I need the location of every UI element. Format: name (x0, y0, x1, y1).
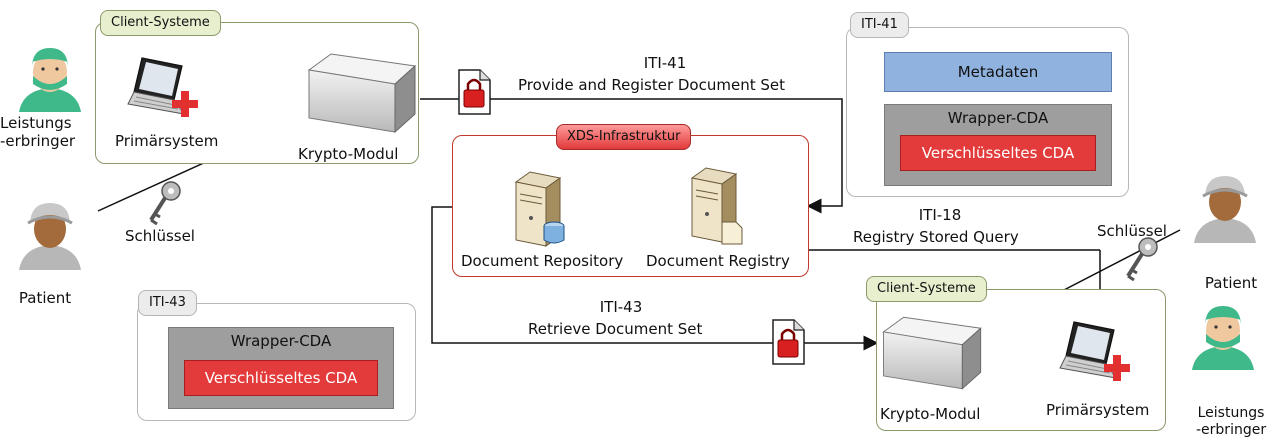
iti43-name-label: Retrieve Document Set (528, 320, 703, 338)
key-icon (149, 181, 181, 226)
arrow-iti41 (420, 98, 843, 214)
crypto-module-label-bottom: Krypto-Modul (880, 405, 981, 423)
crypto-module-icon-bottom (882, 316, 982, 390)
metadata-panel: Metadaten (884, 52, 1112, 92)
patient-icon (19, 203, 81, 270)
iti43-id-label: ITI-43 (599, 298, 643, 316)
key-icon-right (1126, 237, 1158, 282)
patient-icon-right (1194, 176, 1256, 243)
iti41-name-label: Provide and Register Document Set (518, 76, 785, 94)
repository-label: Document Repository (461, 252, 624, 270)
provider-label-left: Leistungs -erbringer (0, 114, 76, 150)
provider-label-right: Leistungs -erbringer (1196, 405, 1267, 438)
crypto-module-label-top: Krypto-Modul (298, 145, 399, 163)
iti18-name-label: Registry Stored Query (853, 228, 1019, 246)
primary-system-label-bottom: Primärsystem (1046, 401, 1150, 419)
laptop-icon (127, 57, 198, 117)
repository-server-icon (514, 171, 565, 247)
xds-infrastructure-tab: XDS-Infrastruktur (556, 124, 692, 150)
iti41-content-tab: ITI-41 (850, 12, 909, 38)
encrypted-document-icon (458, 69, 491, 115)
wrapper-cda-label-bottom: Wrapper-CDA (230, 332, 332, 350)
laptop-icon-bottom (1059, 321, 1130, 381)
encrypted-cda-top: Verschlüsseltes CDA (900, 135, 1096, 171)
encrypted-document-icon-bottom (772, 319, 805, 365)
patient-label-left: Patient (18, 289, 72, 307)
wrapper-cda-panel-bottom: Wrapper-CDA Verschlüsseltes CDA (168, 327, 394, 409)
arrow-iti43 (431, 206, 879, 351)
key-label-left: Schlüssel (125, 227, 195, 245)
client-systems-bottom-tab: Client-Systeme (866, 276, 987, 302)
iti41-id-label: ITI-41 (643, 54, 687, 72)
surgeon-icon-right (1192, 306, 1254, 370)
encrypted-cda-bottom: Verschlüsseltes CDA (184, 360, 378, 396)
metadata-label: Metadaten (957, 63, 1039, 81)
registry-server-icon (690, 167, 743, 245)
client-systems-top-tab: Client-Systeme (100, 10, 221, 36)
registry-label: Document Registry (646, 252, 790, 270)
key-label-right: Schlüssel (1097, 222, 1167, 240)
patient-label-right: Patient (1204, 274, 1258, 292)
surgeon-icon (19, 48, 81, 112)
primary-system-label-top: Primärsystem (115, 132, 219, 150)
crypto-module-icon (307, 53, 417, 134)
iti18-id-label: ITI-18 (918, 206, 962, 224)
wrapper-cda-label-top: Wrapper-CDA (947, 109, 1049, 127)
wrapper-cda-panel-top: Wrapper-CDA Verschlüsseltes CDA (884, 104, 1112, 186)
iti43-content-tab: ITI-43 (138, 290, 197, 316)
